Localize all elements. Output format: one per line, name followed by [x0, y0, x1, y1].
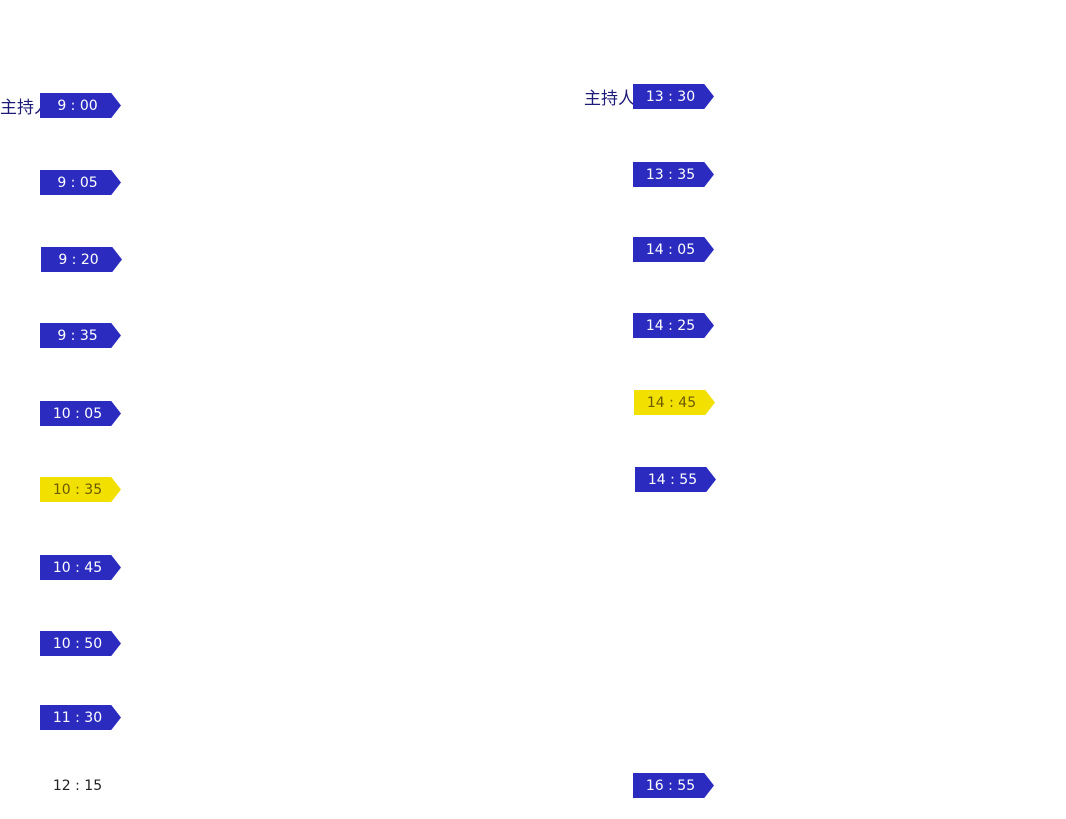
time-tag-right-7: 16 : 55 — [633, 773, 714, 798]
time-tag-left-1: 9 : 00 — [40, 93, 121, 118]
time-tag-left-4: 9 : 35 — [40, 323, 121, 348]
time-tag-left-5: 10 : 05 — [40, 401, 121, 426]
time-tag-left-7: 10 : 45 — [40, 555, 121, 580]
time-tag-left-6: 10 : 35 — [40, 477, 121, 502]
time-tag-left-9: 11 : 30 — [40, 705, 121, 730]
time-label-left-10: 12 : 15 — [52, 777, 103, 794]
time-tag-left-2: 9 : 05 — [40, 170, 121, 195]
time-tag-right-2: 13 : 35 — [633, 162, 714, 187]
time-tag-left-8: 10 : 50 — [40, 631, 121, 656]
time-tag-right-1: 13 : 30 — [633, 84, 714, 109]
right-host-label: 主持人 — [584, 89, 635, 109]
time-tag-right-3: 14 : 05 — [633, 237, 714, 262]
left-host-label: 主持人 — [0, 98, 51, 118]
time-tag-right-6: 14 : 55 — [635, 467, 716, 492]
time-tag-right-5: 14 : 45 — [634, 390, 715, 415]
time-tag-right-4: 14 : 25 — [633, 313, 714, 338]
time-tag-left-3: 9 : 20 — [41, 247, 122, 272]
